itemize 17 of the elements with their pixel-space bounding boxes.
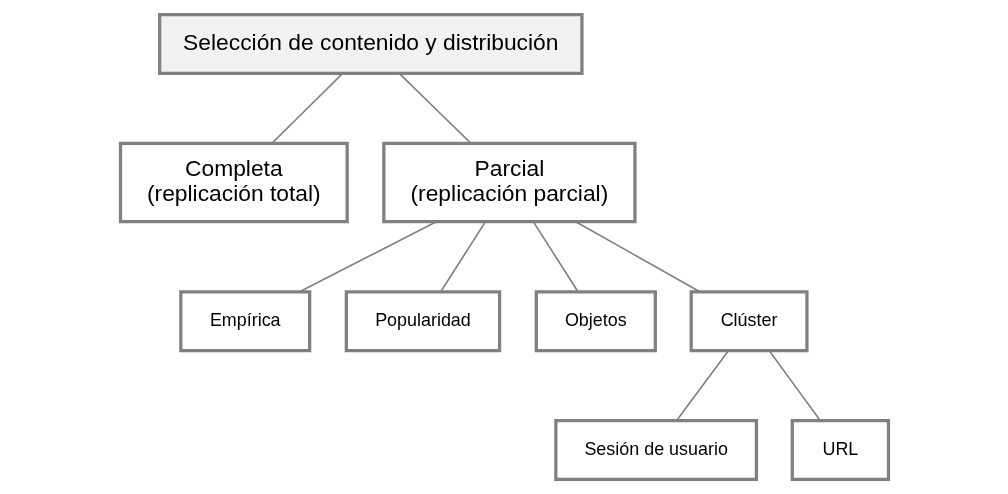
node-box: Clúster — [689, 290, 809, 353]
connector — [398, 72, 472, 144]
connector — [532, 221, 579, 293]
node-box: URL — [790, 419, 890, 481]
connector — [768, 349, 821, 422]
node-box: Popularidad — [344, 290, 501, 353]
node-box: Completa (replicación total) — [118, 141, 349, 224]
connector — [675, 349, 729, 422]
connector — [298, 221, 437, 293]
node-box: Objetos — [534, 290, 657, 353]
node-box: Selección de contenido y distribución — [157, 13, 584, 75]
node-box: Sesión de usuario — [553, 419, 758, 481]
node-box: Parcial (replicación parcial) — [381, 141, 637, 224]
connector — [574, 221, 700, 293]
connector — [439, 221, 486, 293]
connector — [270, 72, 343, 144]
node-box: Empírica — [178, 290, 311, 353]
